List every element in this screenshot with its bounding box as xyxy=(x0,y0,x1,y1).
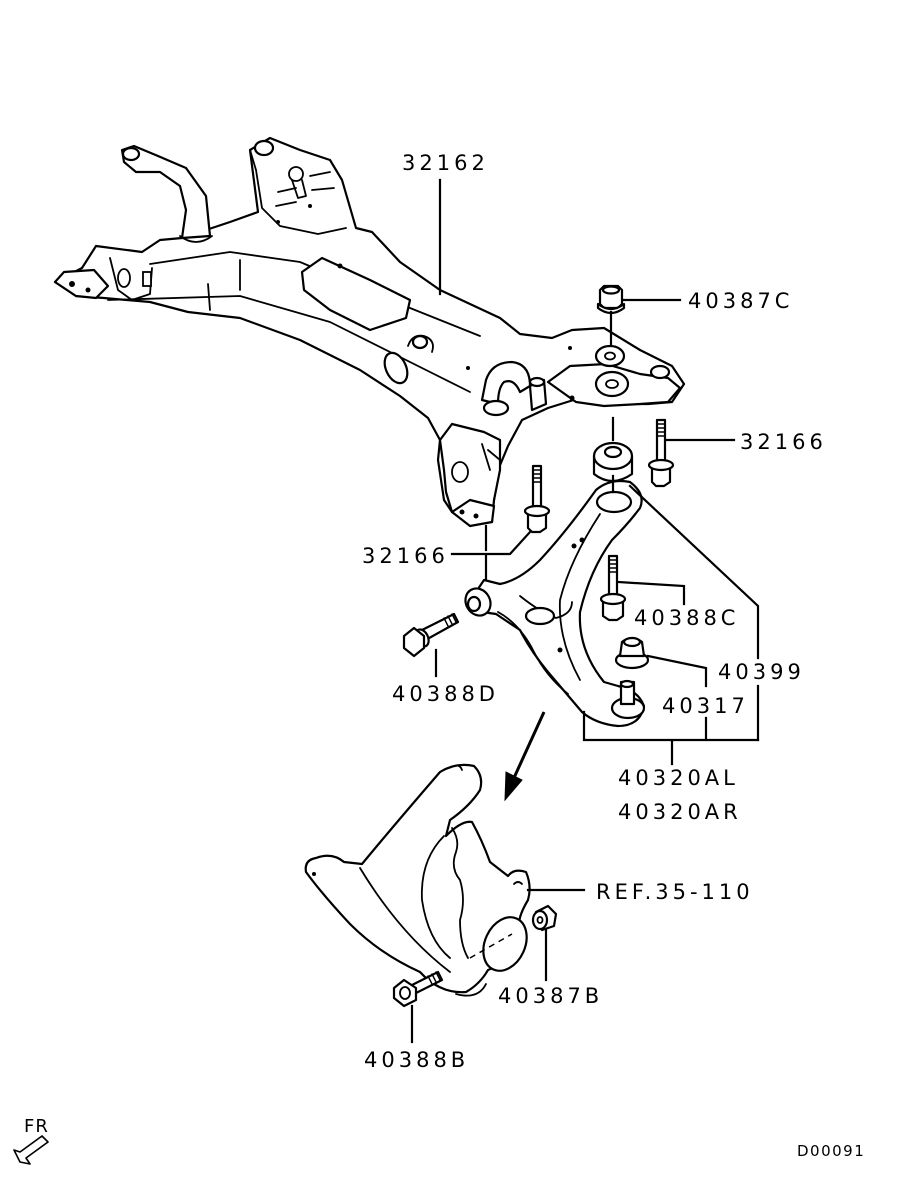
part-label-40388d[interactable]: 40388D xyxy=(392,682,499,706)
leader-lines xyxy=(410,178,760,1044)
front-direction-label: FR xyxy=(24,1116,49,1137)
bolt-32166-left-illustration[interactable] xyxy=(523,464,551,534)
part-label-32166-left[interactable]: 32166 xyxy=(362,544,449,568)
part-label-40317[interactable]: 40317 xyxy=(662,694,749,718)
assembly-arrowhead xyxy=(504,771,523,802)
lower-arm-illustration[interactable] xyxy=(461,479,646,728)
front-direction-arrow-icon xyxy=(13,1135,49,1165)
part-label-32162[interactable]: 32162 xyxy=(402,151,489,175)
part-label-ref-35-110[interactable]: REF.35-110 xyxy=(596,880,754,904)
part-label-40387b[interactable]: 40387B xyxy=(498,984,604,1008)
nut-40387b-illustration[interactable] xyxy=(531,904,558,932)
drawing-code: D00091 xyxy=(797,1142,866,1160)
bolt-32166-right-illustration[interactable] xyxy=(647,418,675,488)
part-label-40320ar[interactable]: 40320AR xyxy=(618,800,742,824)
leader-40388c xyxy=(616,580,686,606)
nut-40387c-illustration[interactable] xyxy=(596,284,626,315)
part-label-40399[interactable]: 40399 xyxy=(718,660,805,684)
part-label-40387c[interactable]: 40387C xyxy=(688,289,794,313)
part-label-40388b[interactable]: 40388B xyxy=(364,1048,470,1072)
leader-32166-left xyxy=(450,530,532,582)
part-label-32166-right[interactable]: 32166 xyxy=(740,430,827,454)
leader-40399 xyxy=(628,484,760,742)
knuckle-illustration[interactable] xyxy=(304,763,535,997)
bolt-40388b-illustration[interactable] xyxy=(392,970,444,1008)
crossmember-illustration[interactable] xyxy=(53,136,686,528)
boot-40317-illustration[interactable] xyxy=(614,636,650,670)
leader-40317 xyxy=(646,654,708,688)
part-label-40320al[interactable]: 40320AL xyxy=(618,766,739,790)
leader-40320a xyxy=(582,710,760,766)
bolt-40388d-illustration[interactable] xyxy=(402,612,460,658)
bolt-40388c-illustration[interactable] xyxy=(599,554,627,622)
part-label-40388c[interactable]: 40388C xyxy=(634,606,740,630)
assembly-arrow xyxy=(511,711,546,781)
